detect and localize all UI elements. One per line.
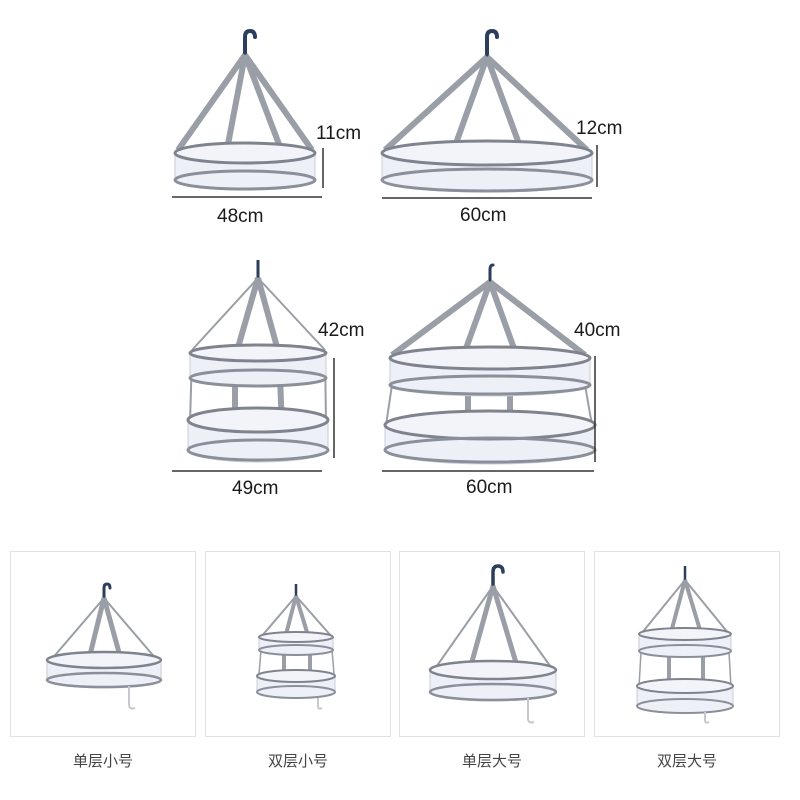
thumbnail-single-small[interactable] <box>10 551 196 737</box>
hook-icon <box>485 28 499 59</box>
thumbnail-single-large[interactable] <box>399 551 585 737</box>
double-large-height-label: 40cm <box>574 320 621 341</box>
single-small-height-label: 11cm <box>316 123 362 144</box>
width-line-single-large <box>382 197 592 199</box>
single-large-width-label: 60cm <box>460 205 507 226</box>
height-line-double-small <box>333 358 335 458</box>
width-line-double-small <box>172 470 322 472</box>
caption-double-small: 双层小号 <box>267 752 328 770</box>
single-large-height-label: 12cm <box>576 118 623 139</box>
thumbnail-double-small-image <box>256 584 336 710</box>
width-line-single-small <box>172 196 322 198</box>
caption-double-large: 双层大号 <box>656 752 717 770</box>
width-line-double-large <box>382 470 594 472</box>
hook-icon <box>488 263 495 284</box>
height-line-single-large <box>596 145 598 187</box>
single-small-width-label: 48cm <box>217 206 264 227</box>
thumbnail-double-small[interactable] <box>205 551 391 737</box>
double-small-height-label: 42cm <box>318 320 365 341</box>
caption-single-small: 单层小号 <box>72 752 133 770</box>
caption-single-large: 单层大号 <box>461 752 522 770</box>
double-layer-large-rack <box>383 263 597 465</box>
single-layer-small-rack <box>173 28 317 191</box>
double-small-width-label: 49cm <box>232 478 279 499</box>
double-large-width-label: 60cm <box>466 477 513 498</box>
height-line-single-small <box>322 148 324 188</box>
single-layer-large-rack <box>380 28 594 193</box>
thumbnail-double-large[interactable] <box>594 551 780 737</box>
hook-icon <box>102 582 112 600</box>
hook-icon <box>243 28 257 55</box>
thumbnail-single-small-image <box>45 582 163 710</box>
thumbnail-single-large-image <box>428 564 558 724</box>
double-layer-small-rack <box>186 260 330 463</box>
height-line-double-large <box>594 356 596 462</box>
thumbnail-double-large-image <box>636 566 734 724</box>
hook-icon <box>491 564 505 588</box>
